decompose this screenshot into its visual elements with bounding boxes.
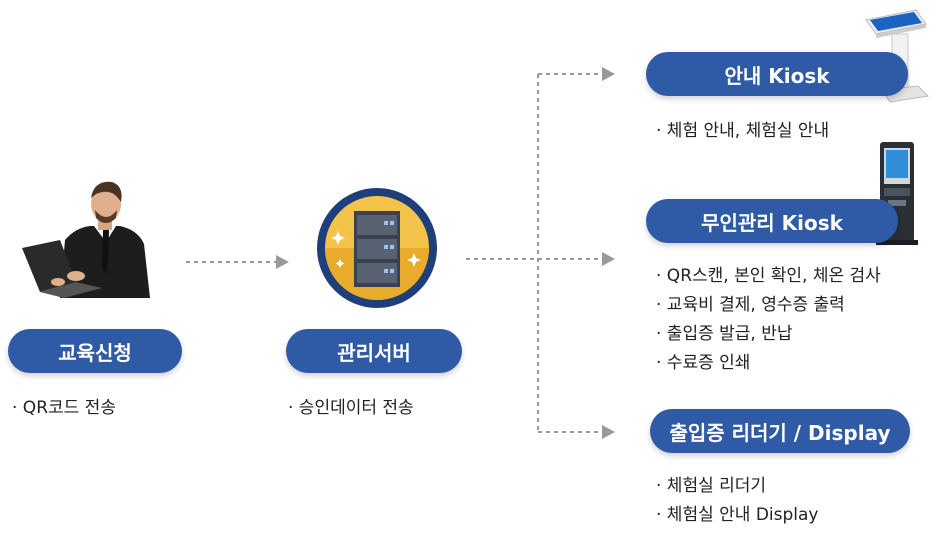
reader-display-desc: · 체험실 리더기 · 체험실 안내 Display <box>656 472 818 530</box>
arrowhead-server <box>276 255 289 269</box>
guide-kiosk-desc: · 체험 안내, 체험실 안내 <box>656 117 829 146</box>
person-with-laptop-icon <box>22 181 150 298</box>
guide-kiosk-text: 안내 Kiosk <box>724 63 830 88</box>
reader-display-item: · 체험실 안내 Display <box>656 505 819 525</box>
unmanned-kiosk-item: · 수료증 인쇄 <box>656 353 751 373</box>
reader-display-item: · 체험실 리더기 <box>656 476 767 496</box>
management-server-desc: · 승인데이터 전송 <box>288 394 414 423</box>
reader-display-label: 출입증 리더기 / Display <box>650 409 910 453</box>
management-server-label: 관리서버 <box>286 329 462 373</box>
arrowhead-reader-display <box>602 425 615 439</box>
unmanned-kiosk-item: · 교육비 결제, 영수증 출력 <box>656 295 845 315</box>
unmanned-kiosk-label: 무인관리 Kiosk <box>646 199 898 243</box>
unmanned-kiosk-text: 무인관리 Kiosk <box>701 210 843 235</box>
server-item: · 승인데이터 전송 <box>288 398 414 418</box>
education-request-text: 교육신청 <box>58 340 132 365</box>
guide-kiosk-label: 안내 Kiosk <box>646 52 908 96</box>
management-server-text: 관리서버 <box>337 340 411 365</box>
reader-display-text: 출입증 리더기 / Display <box>669 420 891 445</box>
education-request-desc: · QR코드 전송 <box>12 394 116 423</box>
unmanned-kiosk-desc: · QR스캔, 본인 확인, 체온 검사 · 교육비 결제, 영수증 출력 · … <box>656 262 881 378</box>
arrowhead-unmanned-kiosk <box>602 252 615 266</box>
server-icon <box>317 188 437 308</box>
arrowhead-guide-kiosk <box>602 67 615 81</box>
guide-kiosk-item: · 체험 안내, 체험실 안내 <box>656 121 830 141</box>
unmanned-kiosk-item: · 출입증 발급, 반납 <box>656 324 793 344</box>
education-request-label: 교육신청 <box>8 329 182 373</box>
unmanned-kiosk-item: · QR스캔, 본인 확인, 체온 검사 <box>656 266 881 286</box>
education-item: · QR코드 전송 <box>12 398 116 418</box>
